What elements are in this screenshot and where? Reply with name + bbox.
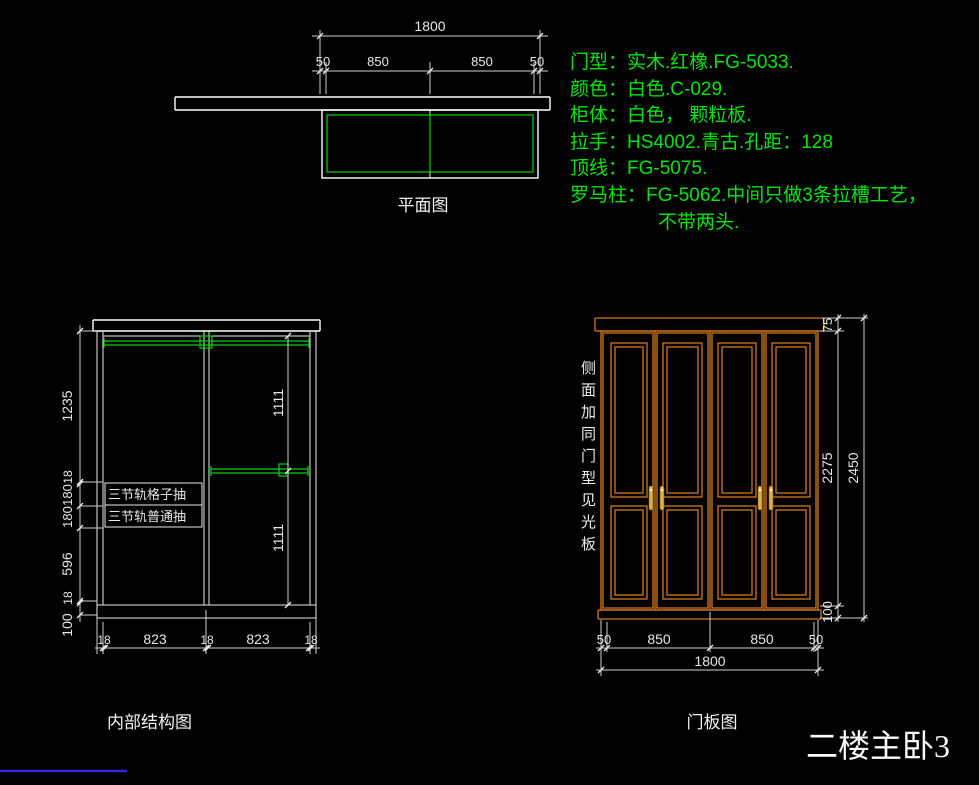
handle-glint (649, 488, 653, 492)
handle-glint (758, 488, 762, 492)
internal-carcass-lines (96, 331, 317, 619)
spec-line: 颜色：白色.C-029. (570, 78, 727, 100)
internal-structure-view: 三节轨格子抽 三节轨普通抽 1111 1111 1235 18 180 180 … (59, 319, 321, 732)
spec-line: 门型：实木.红橡.FG-5033. (570, 51, 794, 73)
door-bottom-total-dim: 1800 (694, 653, 725, 669)
door-lower-panels (610, 505, 811, 600)
door-upper-panels (610, 342, 811, 498)
door-bottom-dim: 850 (750, 631, 774, 647)
door-panel-view: 75 2275 100 2450 50 850 850 50 1800 门板图 (594, 314, 868, 732)
spec-line: 拉手：HS4002.青古.孔距：128 (570, 131, 833, 153)
handle-glint (769, 488, 773, 492)
door-right-total-ticks (860, 314, 868, 622)
left-dim: 18 (61, 591, 75, 605)
door-bottom-dim: 850 (647, 631, 671, 647)
plan-dim-ticks-segments (316, 67, 544, 75)
hanging-rod-top (103, 338, 310, 348)
compartment-dim: 1111 (270, 389, 286, 417)
plan-dim-ticks-total (316, 32, 544, 40)
door-handle-icon (648, 485, 654, 511)
plan-seg-dim: 850 (471, 54, 493, 69)
left-dim-ext (80, 330, 103, 616)
door-right-dim: 2275 (819, 452, 835, 483)
plan-seg-dim: 50 (530, 54, 544, 69)
spec-line: 顶线：FG-5075. (570, 157, 707, 179)
left-dim: 18 (61, 470, 75, 484)
spec-line: 不带两头. (658, 211, 739, 233)
internal-bottom-ticks (99, 644, 315, 652)
bottom-dim: 823 (143, 631, 167, 647)
door-cornice (594, 317, 825, 332)
left-dim: 596 (59, 552, 75, 576)
drawer-box (104, 504, 203, 528)
door-right-ticks (834, 314, 842, 622)
door-side-note: 侧面加同门型见光板 (579, 360, 596, 558)
door-right-total-dim: 2450 (845, 452, 861, 483)
rod-bracket-icon (278, 463, 289, 477)
door-leaf-outlines (602, 332, 817, 609)
door-handle-icon (757, 485, 763, 511)
door-right-dim: 100 (820, 601, 835, 623)
bottom-dim: 18 (200, 633, 214, 647)
door-handle-icon (768, 485, 774, 511)
plan-seg-dim: 850 (367, 54, 389, 69)
compartment-dim-ticks (284, 332, 292, 609)
bottom-dim: 18 (304, 633, 318, 647)
plan-view: 1800 50 850 850 50 平面图 (174, 18, 551, 215)
spec-line: 罗马柱：FG-5062.中间只做3条拉槽工艺， (570, 184, 927, 206)
drawer-label: 三节轨普通抽 (108, 509, 186, 524)
door-bottom-dim: 50 (809, 632, 823, 647)
door-bottom-ticks (597, 644, 822, 652)
door-dividers (654, 331, 765, 610)
plan-view-label: 平面图 (398, 196, 449, 215)
door-right-dim: 75 (820, 318, 835, 332)
drawing-title: 二楼主卧3 (806, 728, 950, 764)
door-handles (648, 485, 774, 511)
spec-notes: 门型：实木.红橡.FG-5033. 颜色：白色.C-029. 柜体：白色， 颗粒… (570, 51, 927, 233)
compartment-dim: 1111 (270, 524, 286, 552)
internal-view-label: 内部结构图 (107, 713, 192, 732)
left-dim: 1235 (59, 390, 75, 421)
door-right-ext (820, 317, 868, 619)
door-handle-icon (659, 485, 665, 511)
plan-seg-dim: 50 (316, 54, 330, 69)
bottom-dim: 18 (97, 633, 111, 647)
left-dim: 100 (59, 613, 75, 637)
bottom-dim: 823 (246, 631, 270, 647)
spec-line: 柜体：白色， 颗粒板. (570, 104, 752, 126)
door-bottom-dim: 50 (597, 632, 611, 647)
plan-wall-outline (174, 96, 551, 111)
internal-top-cap (92, 319, 321, 332)
left-dim: 180 (60, 506, 75, 528)
rod-bracket-icon (199, 335, 213, 349)
hanging-rod-lower (210, 466, 309, 476)
door-view-label: 门板图 (687, 713, 738, 732)
handle-glint (660, 488, 664, 492)
door-bottom-total-ticks (597, 666, 822, 674)
drawer-label: 三节轨格子抽 (108, 487, 186, 502)
internal-bottom-ext (96, 610, 317, 654)
left-dim: 180 (60, 484, 75, 506)
left-dim-ticks (76, 327, 84, 619)
plan-extension-lines (319, 30, 541, 94)
plan-total-dim-label: 1800 (414, 18, 445, 34)
